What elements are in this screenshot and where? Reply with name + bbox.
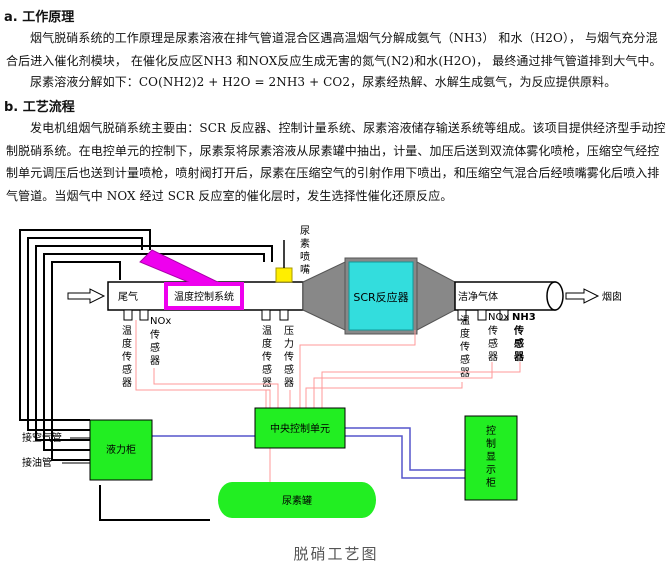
nozzle-label: 尿 素 喷 嘴 [300, 225, 310, 276]
section-a-title: a. 工作原理 [4, 10, 75, 25]
control-wires [19, 229, 273, 521]
svg-text:器: 器 [284, 377, 294, 389]
chimney-label: 烟囱 [602, 290, 622, 303]
nox-sensor-1: NOx 传感器 [150, 316, 171, 367]
svg-text:感: 感 [122, 363, 132, 376]
svg-text:嘴: 嘴 [300, 264, 310, 276]
svg-text:显: 显 [486, 451, 496, 463]
svg-text:传: 传 [460, 341, 470, 353]
svg-text:感: 感 [514, 337, 524, 350]
scr-reactor-label: SCR反应器 [353, 290, 408, 304]
svg-text:器: 器 [150, 355, 160, 367]
svg-text:压: 压 [284, 325, 294, 337]
control-display-cabinet [464, 415, 518, 501]
svg-text:器: 器 [262, 377, 272, 389]
section-a-paragraph-1: 烟气脱硝系统的工作原理是尿素溶液在排气管道混合区遇高温烟气分解成氨气（NH3） … [6, 31, 662, 68]
svg-text:器: 器 [460, 367, 470, 379]
svg-text:器: 器 [122, 377, 132, 389]
blue-control-wires [152, 427, 465, 479]
svg-text:度: 度 [122, 337, 132, 350]
inlet-arrow-icon [67, 288, 106, 304]
fluid-power-cabinet [89, 419, 153, 481]
fluid-cabinet-label: 液力柜 [106, 443, 136, 456]
svg-text:传: 传 [122, 351, 132, 363]
svg-text:感: 感 [488, 337, 498, 350]
nox-sensor-2: NOx 传感器 [488, 312, 509, 363]
svg-text:传: 传 [284, 351, 294, 363]
svg-text:NOx: NOx [150, 316, 171, 327]
section-a-paragraph-2: 尿素溶液分解如下：CO(NH2)2 + H2O = 2NH3 + CO2，尿素经… [30, 75, 617, 89]
svg-text:度: 度 [262, 337, 272, 350]
exhaust-label: 尾气 [118, 290, 138, 303]
svg-text:度: 度 [460, 327, 470, 340]
central-control-unit [254, 407, 346, 449]
svg-text:素: 素 [300, 237, 310, 250]
svg-text:传: 传 [262, 351, 272, 363]
svg-text:感: 感 [150, 341, 160, 354]
temp-control-label: 温度控制系统 [174, 290, 234, 303]
central-control-label: 中央控制单元 [270, 422, 330, 435]
sensor-stubs [123, 309, 509, 321]
urea-tank [218, 482, 376, 518]
svg-text:制: 制 [486, 437, 496, 450]
svg-text:器: 器 [488, 351, 498, 363]
svg-text:传: 传 [488, 325, 498, 337]
svg-text:感: 感 [284, 363, 294, 376]
temp-control-system [164, 282, 244, 310]
svg-text:感: 感 [460, 353, 470, 366]
oil-pipe-label: 接油管 [22, 456, 52, 469]
urea-nozzle [275, 267, 293, 283]
svg-text:控: 控 [486, 424, 496, 437]
diagram-caption: 脱硝工艺图 [293, 545, 379, 563]
urea-tank-label: 尿素罐 [282, 494, 312, 507]
scr-reactor [348, 261, 414, 331]
section-b-title: b. 工艺流程 [4, 100, 75, 115]
svg-text:NH3: NH3 [512, 312, 536, 323]
air-pipe-label: 接空气管 [22, 431, 62, 444]
svg-text:NOx: NOx [488, 312, 509, 323]
section-b-paragraph-1: 发电机组烟气脱硝系统主要由：SCR 反应器、控制计量系统、尿素溶液储存输送系统等… [6, 121, 666, 203]
svg-text:柜: 柜 [486, 476, 496, 489]
svg-text:器: 器 [513, 351, 525, 363]
outlet-arrow-icon [565, 288, 600, 304]
svg-text:尿: 尿 [300, 225, 310, 237]
svg-text:感: 感 [262, 363, 272, 376]
svg-text:力: 力 [284, 337, 294, 350]
svg-text:示: 示 [486, 465, 496, 476]
svg-text:温: 温 [122, 325, 132, 337]
svg-text:传: 传 [513, 324, 524, 337]
clean-gas-label: 洁净气体 [458, 290, 498, 303]
svg-text:温: 温 [460, 315, 470, 327]
svg-text:温: 温 [262, 325, 272, 337]
svg-text:喷: 喷 [300, 251, 310, 263]
svg-text:传: 传 [150, 329, 160, 341]
